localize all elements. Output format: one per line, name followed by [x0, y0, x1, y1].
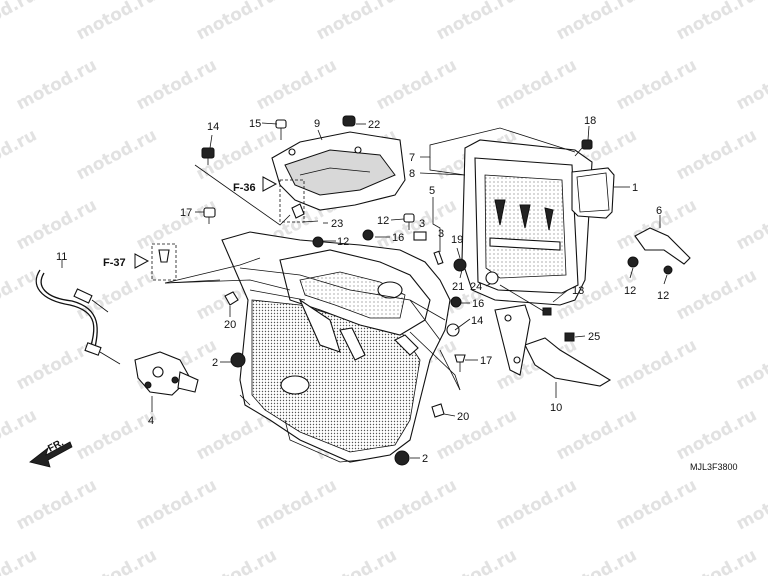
callout-14-b: 14: [471, 315, 483, 327]
ref-f36: [262, 176, 305, 223]
ref-f37-label: F-37: [103, 257, 126, 269]
diagram-code: MJL3F3800: [690, 462, 738, 472]
watermark-text: motod.ru: [673, 405, 760, 464]
watermark-text: motod.ru: [433, 545, 520, 576]
callout-16-b: 16: [472, 298, 484, 310]
callout-25: 25: [588, 331, 600, 343]
watermark-text: motod.ru: [253, 55, 340, 114]
leader-lines: [61, 122, 668, 459]
watermark-text: motod.ru: [733, 195, 768, 254]
lid-seal: [571, 167, 615, 219]
callout-3-a: 3: [419, 218, 425, 230]
watermark-text: motod.ru: [493, 475, 580, 534]
watermark-text: motod.ru: [613, 335, 700, 394]
watermark-text: motod.ru: [133, 475, 220, 534]
callout-17-b: 17: [480, 355, 492, 367]
watermark-text: motod.ru: [553, 545, 640, 576]
callout-12-c: 12: [624, 285, 636, 297]
striker: [627, 227, 691, 275]
callout-6: 6: [656, 205, 662, 217]
watermark-text: motod.ru: [673, 545, 760, 576]
callout-22: 22: [368, 119, 380, 131]
callout-18: 18: [584, 115, 596, 127]
watermark-text: motod.ru: [193, 545, 280, 576]
watermark-text: motod.ru: [253, 475, 340, 534]
watermark-text: motod.ru: [553, 0, 640, 44]
luggage-box: [221, 231, 451, 463]
callout-10: 10: [550, 402, 562, 414]
watermark-text: motod.ru: [313, 0, 400, 44]
drawing: [29, 115, 691, 468]
watermark-text: motod.ru: [133, 195, 220, 254]
callout-21: 21: [452, 281, 464, 293]
watermark-text: motod.ru: [13, 55, 100, 114]
callout-14: 14: [207, 121, 219, 133]
watermark-text: motod.ru: [133, 55, 220, 114]
watermark-text: motod.ru: [733, 55, 768, 114]
callout-19: 19: [451, 234, 463, 246]
callout-24: 24: [470, 281, 482, 293]
callout-2-a: 2: [212, 357, 218, 369]
watermark-text: motod.ru: [0, 0, 40, 44]
callout-13: 13: [572, 285, 584, 297]
latch-4: [134, 351, 199, 396]
callout-12-d: 12: [657, 290, 669, 302]
watermark-text: motod.ru: [0, 265, 40, 324]
watermark-text: motod.ru: [373, 475, 460, 534]
callout-7: 7: [409, 152, 415, 164]
callout-9: 9: [314, 118, 320, 130]
callout-11: 11: [56, 251, 67, 263]
callout-2-b: 2: [422, 453, 428, 465]
watermark-text: motod.ru: [613, 55, 700, 114]
watermark-text: motod.ru: [0, 545, 40, 576]
watermark-text: motod.ru: [73, 545, 160, 576]
watermark-text: motod.ru: [313, 545, 400, 576]
callout-20-b: 20: [457, 411, 469, 423]
callout-23: 23: [331, 218, 343, 230]
watermark-text: motod.ru: [433, 0, 520, 44]
watermark-text: motod.ru: [673, 265, 760, 324]
watermark-text: motod.ru: [0, 405, 40, 464]
callout-3-b: 3: [438, 228, 444, 240]
callout-20-a: 20: [224, 319, 236, 331]
watermark-text: motod.ru: [613, 475, 700, 534]
callout-4: 4: [148, 415, 154, 427]
watermark-text: motod.ru: [493, 55, 580, 114]
callout-12-a: 12: [377, 215, 389, 227]
watermark-text: motod.ru: [733, 475, 768, 534]
watermark-text: motod.ru: [73, 125, 160, 184]
bracket-10: [494, 304, 612, 387]
callout-8: 8: [409, 168, 415, 180]
callout-15: 15: [249, 118, 261, 130]
inner-cover: [271, 131, 406, 211]
callout-1: 1: [632, 182, 638, 194]
bolt-13: [499, 284, 552, 316]
ref-f37: [134, 243, 177, 281]
watermark-text: motod.ru: [0, 125, 40, 184]
watermark-text: motod.ru: [733, 335, 768, 394]
release-cable: [35, 269, 121, 365]
callout-5: 5: [429, 185, 435, 197]
watermark-text: motod.ru: [13, 195, 100, 254]
lid-frame: [461, 139, 593, 306]
watermark-text: motod.ru: [13, 475, 100, 534]
callout-17: 17: [180, 207, 192, 219]
watermark-text: motod.ru: [193, 0, 280, 44]
callout-12-b: 12: [337, 236, 349, 248]
front-arrow: [29, 441, 73, 468]
ref-f36-label: F-36: [233, 182, 256, 194]
watermark-text: motod.ru: [673, 0, 760, 44]
watermark-text: motod.ru: [553, 405, 640, 464]
callout-16-a: 16: [392, 232, 404, 244]
watermark-text: motod.ru: [373, 55, 460, 114]
watermark-text: motod.ru: [73, 0, 160, 44]
watermark-text: motod.ru: [673, 125, 760, 184]
